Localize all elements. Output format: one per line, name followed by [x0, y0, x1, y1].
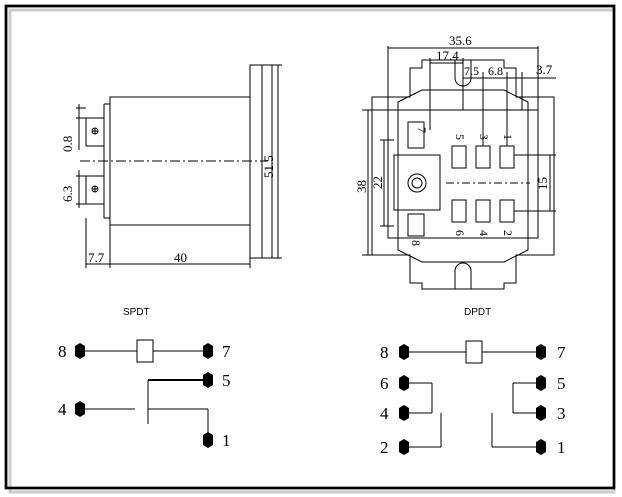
relay-body-top — [387, 109, 539, 239]
dim-0-8: 0.8 — [60, 136, 75, 152]
dpdt-terminal-7 — [536, 344, 546, 360]
dim-15: 15 — [535, 177, 550, 190]
dpdt-terminal-8 — [399, 344, 409, 360]
pin-block-6 — [451, 199, 467, 223]
dim-51-5: 51.5 — [261, 155, 276, 178]
spdt-terminal-7 — [203, 343, 213, 359]
spdt-terminal-8 — [75, 343, 85, 359]
spdt-label-1: 1 — [222, 431, 231, 450]
pin-label-7: 7 — [415, 127, 429, 133]
terminal-lower — [85, 175, 105, 205]
terminal-upper — [85, 117, 105, 147]
dim-3-7: 3.7 — [536, 62, 553, 77]
dim-40: 40 — [174, 250, 187, 265]
dim-7-7: 7.7 — [88, 250, 105, 265]
spdt-label-7: 7 — [222, 342, 231, 361]
spdt-label-4: 4 — [58, 400, 67, 419]
spdt-coil — [136, 339, 154, 363]
dim-22: 22 — [370, 176, 385, 189]
dim-38: 38 — [354, 180, 369, 193]
pin-block-5 — [451, 145, 467, 169]
dpdt-terminal-4 — [399, 405, 409, 421]
top-view — [362, 46, 556, 290]
dpdt-label-5: 5 — [557, 374, 566, 393]
spdt-terminals — [75, 343, 213, 448]
slot-bottom — [454, 262, 472, 289]
dim-6-3: 6.3 — [60, 186, 75, 202]
dim-6-8: 6.8 — [488, 64, 503, 78]
pin-label-5: 5 — [453, 134, 467, 140]
coil-screw — [407, 173, 427, 193]
dpdt-label-2: 2 — [380, 438, 389, 457]
coil-block — [393, 154, 441, 211]
dpdt-title: DPDT — [464, 307, 491, 318]
pin-label-4: 4 — [477, 230, 491, 236]
dpdt-terminal-5 — [536, 375, 546, 391]
side-view — [76, 64, 282, 268]
dim-7-5: 7.5 — [464, 64, 479, 78]
pin-block-1 — [499, 145, 515, 169]
dpdt-terminal-2 — [399, 439, 409, 455]
dpdt-schematic — [404, 340, 541, 448]
pin-label-8: 8 — [409, 240, 423, 246]
dpdt-label-1: 1 — [557, 438, 566, 457]
pin-label-6: 6 — [453, 230, 467, 236]
dpdt-coil — [465, 340, 483, 364]
spdt-label-8: 8 — [58, 342, 67, 361]
dpdt-terminal-3 — [536, 405, 546, 421]
dim-17-4: 17.4 — [436, 48, 459, 63]
dpdt-label-7: 7 — [557, 343, 566, 362]
pin-block-3 — [475, 145, 491, 169]
spdt-title: SPDT — [123, 307, 150, 318]
base-plate — [371, 59, 555, 290]
dpdt-terminals — [399, 344, 546, 455]
spdt-terminal-4 — [75, 401, 85, 417]
spdt-label-5: 5 — [222, 371, 231, 390]
pin-block-8 — [407, 213, 425, 237]
dpdt-label-8: 8 — [380, 343, 389, 362]
pin-label-3: 3 — [477, 134, 491, 140]
dpdt-terminal-1 — [536, 439, 546, 455]
dpdt-label-6: 6 — [380, 374, 389, 393]
pin-label-1: 1 — [501, 134, 515, 140]
spdt-terminal-5 — [203, 372, 213, 388]
pin-block-7 — [407, 121, 425, 149]
spdt-schematic — [80, 339, 209, 440]
dpdt-label-3: 3 — [557, 404, 566, 423]
dpdt-terminal-6 — [399, 375, 409, 391]
pin-label-2: 2 — [501, 230, 515, 236]
dim-35-6: 35.6 — [449, 33, 472, 48]
pin-block-2 — [499, 199, 515, 223]
dpdt-label-4: 4 — [380, 404, 389, 423]
spdt-terminal-1 — [203, 432, 213, 448]
pin-block-4 — [475, 199, 491, 223]
